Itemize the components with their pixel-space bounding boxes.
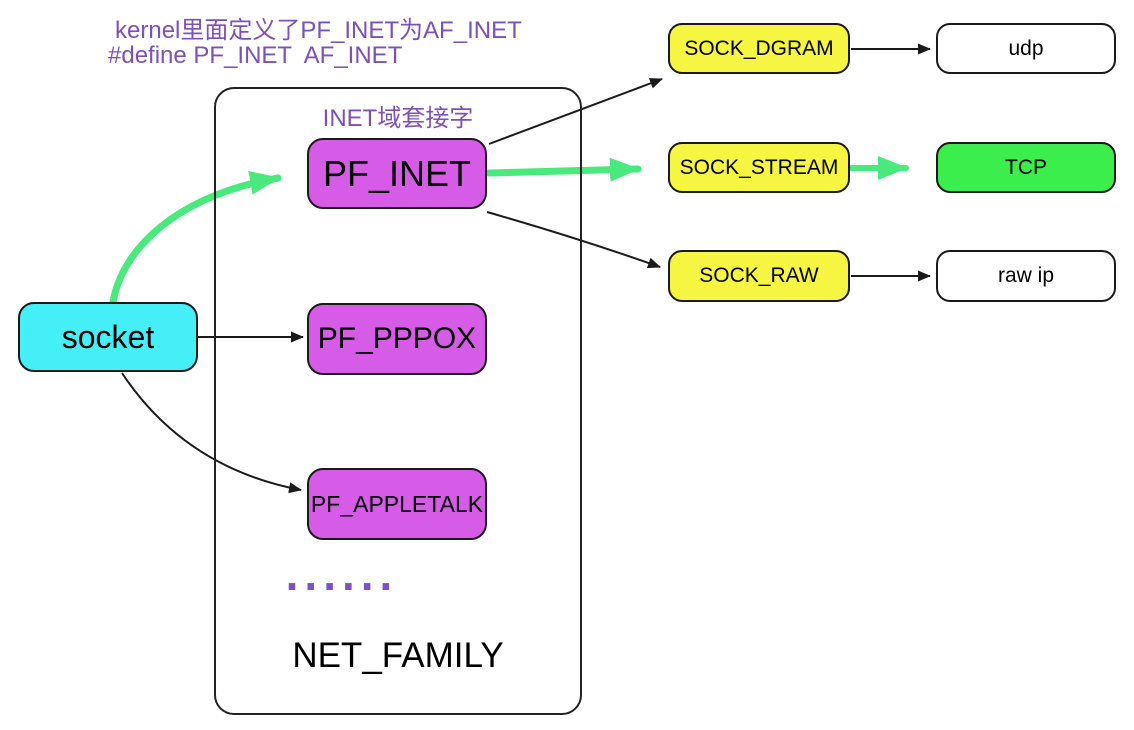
node-sock-raw: SOCK_RAW [668,250,850,302]
node-pf-appletalk: PF_APPLETALK [307,468,487,540]
inet-domain-label: INET域套接字 [322,105,474,132]
node-tcp: TCP [936,142,1116,193]
edge-pf-inet-to-sock-raw [486,211,661,269]
edge-socket-to-pf-appletalk [121,372,302,494]
node-raw-ip: raw ip [936,250,1116,302]
net-family-container [214,87,582,715]
node-sock-dgram: SOCK_DGRAM [668,23,850,74]
node-udp: udp [936,23,1116,74]
node-socket: socket [18,302,198,372]
net-family-title: NET_FAMILY [292,636,504,675]
node-pf-inet: PF_INET [307,138,487,209]
edge-socket-to-pf-inet [109,171,282,306]
edge-pf-inet-to-sock-stream [485,157,642,182]
node-sock-stream: SOCK_STREAM [668,142,850,193]
node-pf-pppox: PF_PPPOX [307,303,487,375]
ellipsis-dots: ...... [285,548,399,600]
define-annotation-line2: #define PF_INET AF_INET [108,42,403,69]
edge-pf-inet-to-sock-dgram [488,78,663,145]
kernel-annotation-line1: kernel里面定义了PF_INET为AF_INET [115,17,522,44]
